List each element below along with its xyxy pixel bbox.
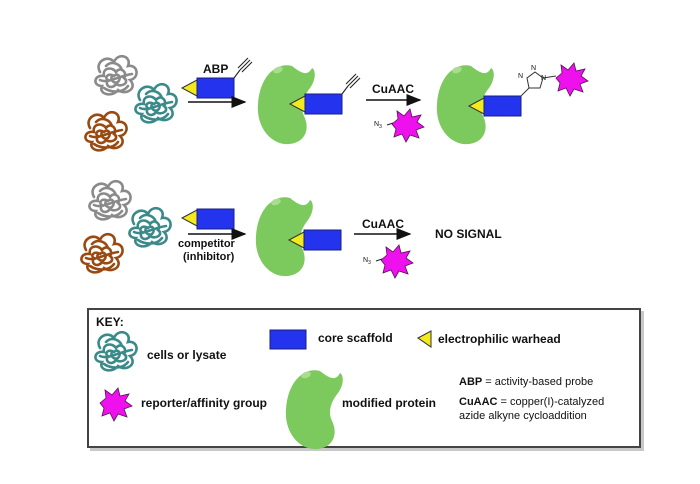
abbr-cuaac: CuAAC = copper(I)-catalyzed bbox=[459, 396, 604, 408]
triangle-icon bbox=[417, 330, 432, 348]
warhead-icon bbox=[180, 209, 198, 227]
key-label-reporter: reporter/affinity group bbox=[141, 396, 267, 410]
row2-cells-group bbox=[80, 179, 172, 274]
key-box bbox=[87, 308, 641, 448]
row1-cells-group bbox=[84, 54, 178, 152]
key-label-cells: cells or lysate bbox=[147, 348, 227, 362]
abbr-abp: ABP = activity-based probe bbox=[459, 376, 593, 388]
row1-cuaac-step: CuAAC N3 bbox=[366, 82, 425, 143]
triazole-n2: N bbox=[531, 65, 536, 72]
row1-abp-probe: ABP bbox=[180, 57, 253, 108]
key-label-warhead: electrophilic warhead bbox=[438, 332, 561, 346]
warhead-icon bbox=[180, 79, 198, 97]
scaffold-icon bbox=[303, 229, 342, 251]
row2-protein-complex bbox=[255, 197, 342, 277]
key-title: KEY: bbox=[96, 315, 124, 329]
tangle-icon-brown bbox=[80, 232, 124, 274]
cuaac-label-1: CuAAC bbox=[372, 82, 414, 96]
triazole-icon bbox=[520, 71, 557, 97]
no-signal-label: NO SIGNAL bbox=[435, 227, 502, 241]
tangle-icon-gray bbox=[94, 54, 138, 96]
abp-label: ABP bbox=[203, 62, 228, 76]
alkyne-icon bbox=[341, 73, 361, 95]
scaffold-icon bbox=[196, 208, 235, 230]
tangle-icon-gray bbox=[88, 179, 132, 221]
tangle-icon-brown bbox=[84, 110, 128, 152]
row2-cuaac-step: CuAAC N3 NO SIGNAL bbox=[354, 217, 502, 279]
competitor-label: competitor bbox=[178, 238, 236, 250]
triazole-n3: N bbox=[541, 75, 546, 82]
key-legend: KEY: cells or lysate core scaffold elect… bbox=[94, 315, 604, 450]
azide-label: N3 bbox=[374, 121, 382, 130]
drop-icon bbox=[285, 370, 343, 450]
abbr-cuaac-line2: azide alkyne cycloaddition bbox=[459, 410, 587, 422]
inhibitor-label: (inhibitor) bbox=[183, 251, 235, 263]
reporter-starburst-icon bbox=[391, 108, 425, 143]
key-label-protein: modified protein bbox=[342, 396, 436, 410]
tangle-icon-teal bbox=[128, 206, 172, 248]
starburst-icon bbox=[99, 387, 133, 422]
scaffold-icon bbox=[483, 95, 522, 117]
triazole-n1: N bbox=[518, 73, 523, 80]
azide-label: N3 bbox=[363, 257, 371, 266]
rectangle-icon bbox=[269, 329, 307, 350]
row1-protein-complex bbox=[257, 65, 361, 145]
alkyne-icon bbox=[233, 57, 253, 79]
reporter-starburst-icon bbox=[380, 244, 414, 279]
reporter-starburst-icon bbox=[555, 62, 589, 97]
tangle-icon bbox=[94, 330, 138, 372]
scaffold-icon bbox=[304, 93, 343, 115]
tangle-icon-teal bbox=[134, 82, 178, 124]
scaffold-icon bbox=[196, 77, 235, 99]
row2-competitor: competitor (inhibitor) bbox=[178, 208, 247, 263]
row1-labeled-protein: N N N bbox=[436, 62, 589, 145]
key-label-scaffold: core scaffold bbox=[318, 331, 393, 345]
cuaac-label-2: CuAAC bbox=[362, 217, 404, 231]
